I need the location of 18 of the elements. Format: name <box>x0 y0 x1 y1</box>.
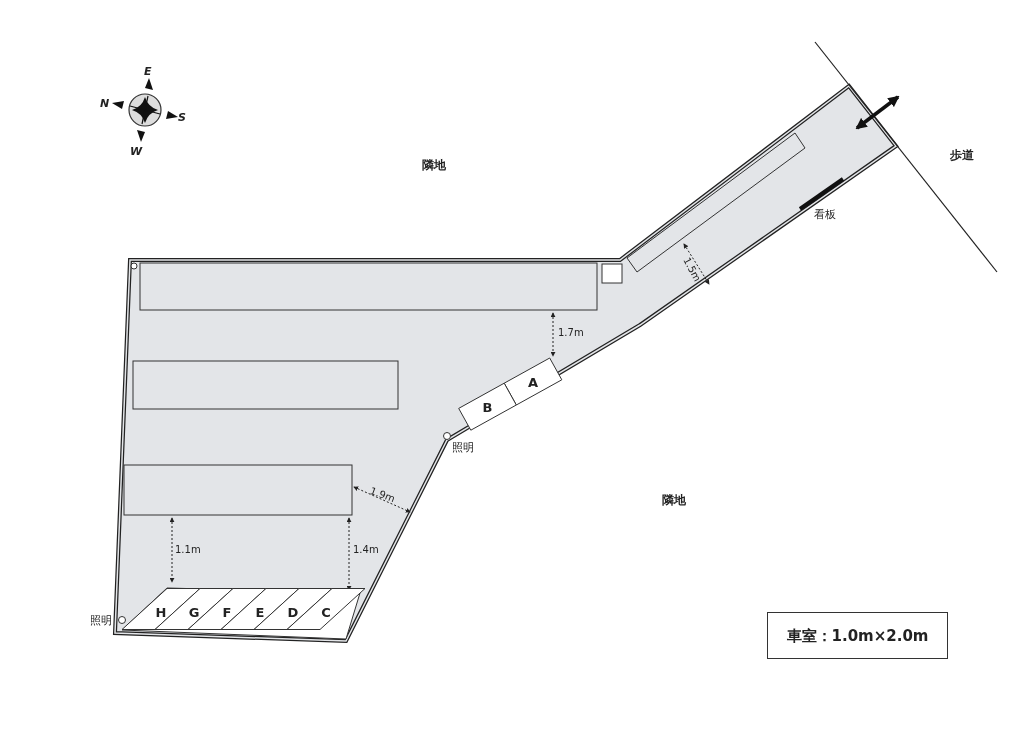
area-label: 隣地 <box>662 494 686 506</box>
sign-label: 看板 <box>814 209 836 220</box>
storage-unit-label: B <box>479 398 496 415</box>
compass-letter: S <box>178 112 186 123</box>
dimension-label: 1.4m <box>353 545 379 555</box>
dimension-label: 1.5m <box>681 256 703 284</box>
dimension-label: 1.9m <box>368 486 397 505</box>
dimension-label: 1.1m <box>175 545 201 555</box>
storage-unit-label: A <box>525 373 541 390</box>
note-box: 車室：1.0m×2.0m <box>767 612 948 659</box>
dimension-label: 1.7m <box>558 328 584 338</box>
compass-letter: E <box>144 66 152 77</box>
compass-letter: N <box>100 98 110 109</box>
light-label: 照明 <box>452 442 474 453</box>
area-label: 歩道 <box>950 149 974 161</box>
compass-letter: W <box>130 146 143 157</box>
area-label: 隣地 <box>422 159 446 171</box>
light-label: 照明 <box>90 615 112 626</box>
